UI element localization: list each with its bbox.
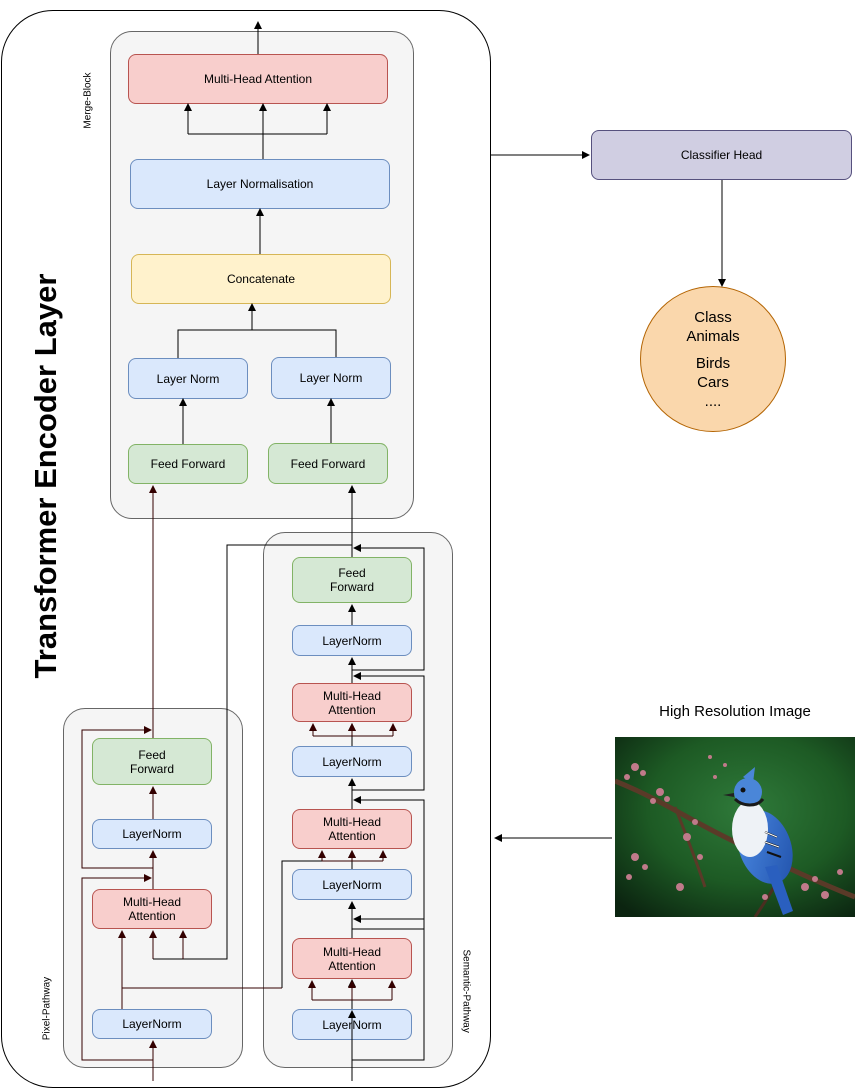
output-class-label: Class [694, 308, 732, 326]
output-birds-label: Birds [695, 354, 731, 372]
semantic-mha-3: Multi-Head Attention [292, 683, 412, 722]
semantic-mha-2: Multi-Head Attention [292, 809, 412, 849]
merge-layer-norm-left: Layer Norm [128, 358, 248, 399]
output-animals-label: Animals [686, 327, 740, 345]
semantic-mha-1: Multi-Head Attention [292, 938, 412, 979]
classifier-head-box: Classifier Head [591, 130, 852, 180]
output-cars-label: Cars [697, 373, 729, 391]
pixel-layernorm-bottom: LayerNorm [92, 1009, 212, 1039]
pixel-layernorm-top: LayerNorm [92, 819, 212, 849]
semantic-layernorm-3: LayerNorm [292, 746, 412, 777]
output-ellipsis-label: .... [704, 392, 722, 410]
merge-mha-box: Multi-Head Attention [128, 54, 388, 104]
merge-feed-forward-left: Feed Forward [128, 444, 248, 484]
merge-feed-forward-right: Feed Forward [268, 443, 388, 484]
semantic-layernorm-2: LayerNorm [292, 869, 412, 900]
class-output-circle: Class Animals Birds Cars .... [640, 286, 786, 432]
blue-jay-bird-photo [615, 737, 855, 917]
semantic-feed-forward: Feed Forward [292, 557, 412, 603]
pixel-feed-forward: Feed Forward [92, 738, 212, 785]
semantic-layernorm-4: LayerNorm [292, 625, 412, 656]
pixel-mha: Multi-Head Attention [92, 889, 212, 929]
merge-layer-normalisation-box: Layer Normalisation [130, 159, 390, 209]
concatenate-box: Concatenate [131, 254, 391, 304]
input-image-title: High Resolution Image [659, 703, 811, 720]
